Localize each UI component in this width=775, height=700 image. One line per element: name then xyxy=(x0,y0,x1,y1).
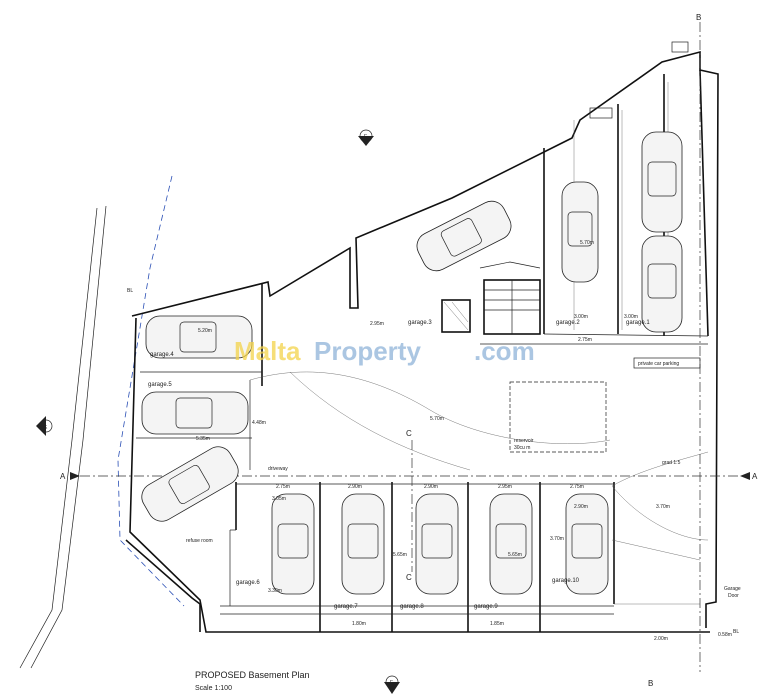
drawing-title: PROPOSED Basement Plan xyxy=(195,670,310,680)
garage-5-label: garage.5 xyxy=(148,382,172,388)
dimension-label: 3.00m xyxy=(624,314,638,320)
garage-door-label: Garage xyxy=(724,586,741,592)
car-icon xyxy=(341,493,385,595)
car-icon xyxy=(641,131,683,233)
car-icon xyxy=(141,446,239,522)
section-b-bottom: B xyxy=(648,679,653,688)
garage-9-label: garage.9 xyxy=(474,604,498,610)
dimension-label: 3.00m xyxy=(574,314,588,320)
section-arrow-icon xyxy=(740,472,750,480)
building-line: BL BL xyxy=(117,175,739,635)
dimension-label: 1.80m xyxy=(352,621,366,627)
dimension-label: 2.95m xyxy=(370,321,384,327)
car-icon xyxy=(271,493,315,595)
car-icon xyxy=(489,493,533,595)
dimension-label: 5.70m xyxy=(580,240,594,246)
dimension-label: 3.05m xyxy=(272,496,286,502)
room-labels: private car parking refuse room driveway… xyxy=(186,357,741,599)
dimension-label: 3.70m xyxy=(656,504,670,510)
dimension-label: 4.48m xyxy=(252,420,266,426)
outer-walls xyxy=(125,50,719,633)
north-arrow-icon: E xyxy=(36,416,53,436)
dimension-label: 2.90m xyxy=(574,504,588,510)
north-mark-left: E xyxy=(44,425,48,431)
bl-label-right: BL xyxy=(733,629,739,635)
section-a-left: A xyxy=(60,472,66,481)
dimension-label: 5.70m xyxy=(430,416,444,422)
north-mark-bottom: F xyxy=(390,680,393,686)
watermark: Malta Property .com xyxy=(234,336,535,366)
dimension-label: 2.95m xyxy=(498,484,512,490)
driveway-label: driveway xyxy=(268,466,288,472)
bl-label: BL xyxy=(127,288,133,294)
garage-6-label: garage.6 xyxy=(236,580,260,586)
dimension-label: 0.58m xyxy=(718,632,732,638)
garage-4-label: garage.4 xyxy=(150,352,174,358)
dimension-label: 2.75m xyxy=(276,484,290,490)
gradient-label: grad 1:5 xyxy=(662,460,681,466)
watermark-part-2: Property xyxy=(314,336,421,366)
dimension-label: 3.30m xyxy=(268,588,282,594)
reservoir-volume: 30cu m xyxy=(514,445,530,451)
car-icon xyxy=(141,391,249,435)
orientation-marks: E E F xyxy=(36,129,400,694)
dimension-label: 2.75m xyxy=(578,337,592,343)
bottom-garages xyxy=(220,482,701,632)
dimension-label: 3.70m xyxy=(550,536,564,542)
dimension-label: 5.65m xyxy=(508,552,522,558)
dimension-label: 2.00m xyxy=(654,636,668,642)
car-icon xyxy=(561,181,599,283)
private-parking-label: private car parking xyxy=(638,361,679,367)
garage-door-label-2: Door xyxy=(728,593,739,599)
left-site-boundary xyxy=(19,205,107,669)
dimension-label: 2.90m xyxy=(348,484,362,490)
section-c-lower: C xyxy=(406,573,412,582)
watermark-part-3: .com xyxy=(474,336,535,366)
dimension-label: 5.20m xyxy=(198,328,212,334)
garage-7-label: garage.7 xyxy=(334,604,358,610)
garage-2-label: garage.2 xyxy=(556,320,580,326)
garage-labels: garage.1 garage.2 garage.3 garage.4 gara… xyxy=(148,320,650,610)
section-arrow-icon xyxy=(70,472,80,480)
car-icon xyxy=(641,235,683,333)
refuse-room-label: refuse room xyxy=(186,538,213,544)
car-icon xyxy=(145,315,253,359)
dimension-label: 5.35m xyxy=(196,436,210,442)
north-arrow-icon: F xyxy=(384,675,400,694)
dimension-label: 1.85m xyxy=(490,621,504,627)
north-arrow-icon: E xyxy=(358,129,374,146)
section-c-upper: C xyxy=(406,429,412,438)
car-icon xyxy=(415,493,459,595)
car-icon xyxy=(416,200,512,272)
reservoir-label: reservoir xyxy=(514,438,534,444)
garage-10-label: garage.10 xyxy=(552,578,580,584)
garage-3-label: garage.3 xyxy=(408,320,432,326)
dimension-label: 5.65m xyxy=(393,552,407,558)
car-icon xyxy=(565,493,609,595)
dimension-annotations: 2.75m 2.90m 2.90m 2.95m 2.75m 2.90m 3.70… xyxy=(196,240,732,642)
watermark-part-1: Malta xyxy=(234,336,301,366)
left-garages xyxy=(136,284,263,470)
garage-8-label: garage.8 xyxy=(400,604,424,610)
reservoir: reservoir 30cu m xyxy=(509,381,607,453)
section-b-top: B xyxy=(696,13,701,22)
turning-curves xyxy=(249,371,709,541)
stair-core xyxy=(441,261,541,335)
dimension-label: 2.90m xyxy=(424,484,438,490)
section-a-right: A xyxy=(752,472,758,481)
cars xyxy=(141,131,683,595)
north-mark-top: E xyxy=(364,134,368,140)
drawing-scale: Scale 1:100 xyxy=(195,685,232,692)
dimension-label: 2.75m xyxy=(570,484,584,490)
garage-1-label: garage.1 xyxy=(626,320,650,326)
